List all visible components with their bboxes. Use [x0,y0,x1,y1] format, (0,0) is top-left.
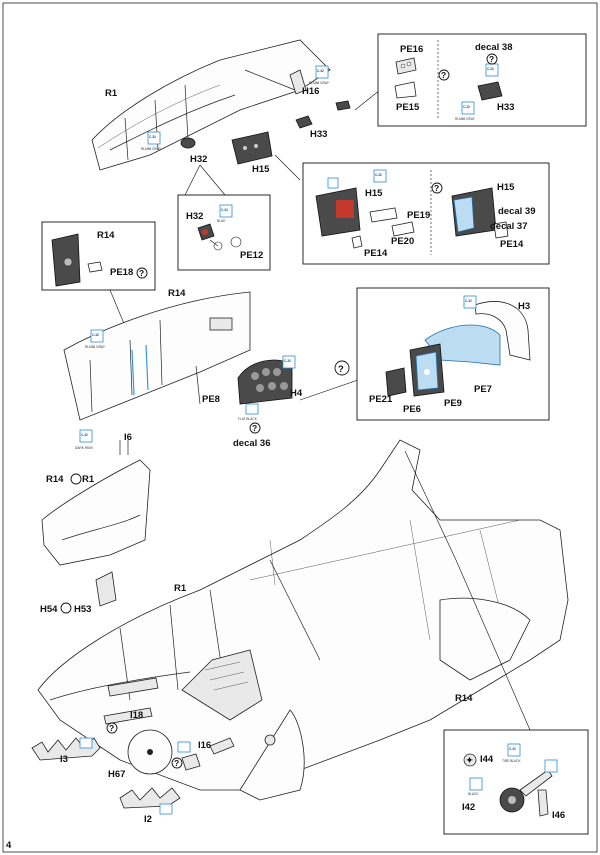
inset-h15-panel: ? C.32 [302,162,550,265]
svg-text:C.32: C.32 [284,359,291,363]
h32-part [180,137,196,149]
question-decal36 [249,422,261,434]
question-decal36-mark: ? [252,423,257,433]
label-i46: I46 [552,810,565,821]
question-decal38 [486,53,498,65]
paint-callout-r1: C.32 RLM66 GRAY [141,131,162,151]
forward-fuselage: C.32 DARK IRON [41,429,151,607]
label-h53: H53 [74,604,91,615]
svg-text:✦: ✦ [466,755,474,765]
svg-text:?: ? [441,70,446,80]
svg-text:BLUE: BLUE [217,219,225,223]
svg-text:TIRE BLACK: TIRE BLACK [502,759,521,763]
label-pe14-a: PE14 [364,248,388,259]
label-r14-inset: R14 [97,230,115,241]
svg-text:C.32: C.32 [375,173,382,177]
inset-h3: C.32 [356,287,550,421]
fuselage-top-section [91,39,351,171]
label-h54: H54 [40,604,58,615]
label-decal39: decal 39 [498,206,536,217]
svg-text:C.32: C.32 [487,67,494,71]
h15-panel [231,131,273,165]
svg-text:RLM66 GRAY: RLM66 GRAY [85,345,106,349]
label-pe8: PE8 [202,394,220,405]
question-h3 [334,360,350,376]
label-h3: H3 [518,301,530,312]
page-number: 4 [6,840,12,851]
svg-text:C.32: C.32 [317,69,324,73]
svg-text:C.32: C.32 [221,208,228,212]
label-h32-detail: H32 [186,211,203,222]
svg-text:C.32: C.32 [149,135,156,139]
label-r14-r1-a: R14 [46,474,64,485]
svg-text:?: ? [109,723,114,733]
label-i3: I3 [60,754,68,765]
label-decal36: decal 36 [233,438,271,449]
label-h67: H67 [108,769,125,780]
label-pe7: PE7 [474,384,492,395]
svg-text:C.32: C.32 [509,747,516,751]
label-r14-fuselage: R14 [455,693,473,704]
label-pe9: PE9 [444,398,462,409]
svg-text:DARK IRON: DARK IRON [75,446,93,450]
label-i18: I18 [130,710,143,721]
label-pe18: PE18 [110,267,133,278]
label-r14-mid: R14 [168,288,186,299]
svg-text:C.32: C.32 [463,105,470,109]
label-pe14-b: PE14 [500,239,524,250]
svg-text:?: ? [139,268,144,278]
svg-text:?: ? [174,758,179,768]
svg-text:FLAT BLACK: FLAT BLACK [238,417,258,421]
inset-h32-pe12: C.32 BLUE [177,194,271,271]
question-decal38-mark: ? [489,54,494,64]
main-fuselage [37,439,569,801]
paint-callout-h16: C.32 RLM66 GRAY [309,65,330,85]
svg-text:C.32: C.32 [81,433,88,437]
label-r1-top: R1 [105,88,118,99]
join-symbol-r14-r1 [70,473,82,485]
inset-r14-pe18: ? [41,221,156,291]
label-r1-fuselage: R1 [174,583,187,594]
label-h16: H16 [302,86,319,97]
svg-text:C.32: C.32 [92,333,99,337]
label-r14-r1-b: R1 [82,474,95,485]
label-h15-b: H15 [497,182,515,193]
label-h4: H4 [290,388,303,399]
label-decal38: decal 38 [475,42,513,53]
label-pe20: PE20 [391,236,414,247]
inset-pe16-decal38: ? C.32 C.32 RLM66 GRAY [377,33,587,127]
label-pe12: PE12 [240,250,263,261]
label-pe6: PE6 [403,404,421,415]
question-h3-mark: ? [338,364,344,375]
svg-text:RLM66 GRAY: RLM66 GRAY [309,81,330,85]
join-symbol-h54-h53 [60,602,72,614]
label-pe15: PE15 [396,102,420,113]
h4-instrument-panel: C.32 FLAT BLACK [237,355,296,421]
svg-text:C.32: C.32 [465,299,472,303]
label-decal37: decal 37 [490,221,528,232]
svg-text:RLM66 GRAY: RLM66 GRAY [455,117,476,121]
cockpit-r14-section [63,291,251,421]
svg-text:?: ? [434,183,439,193]
label-i2: I2 [144,814,152,825]
label-i44: I44 [480,754,494,765]
paint-callout-r14: C.32 RLM66 GRAY [85,329,106,349]
label-h33: H33 [310,129,327,140]
loose-parts: ? ? [31,722,235,815]
inset-tail-wheel: ✦ C.32 TIRE BLACK BLACK [443,729,589,835]
label-pe16: PE16 [400,44,423,55]
label-i6: I6 [124,432,132,443]
label-h15-a: H15 [365,188,383,199]
label-i42: I42 [462,802,475,813]
svg-text:BLACK: BLACK [468,792,479,796]
label-h15: H15 [252,164,270,175]
label-pe19: PE19 [407,210,430,221]
label-h32: H32 [190,154,207,165]
label-i16: I16 [198,740,211,751]
svg-text:RLM66 GRAY: RLM66 GRAY [141,147,162,151]
label-h33-inset: H33 [497,102,514,113]
label-pe21: PE21 [369,394,393,405]
